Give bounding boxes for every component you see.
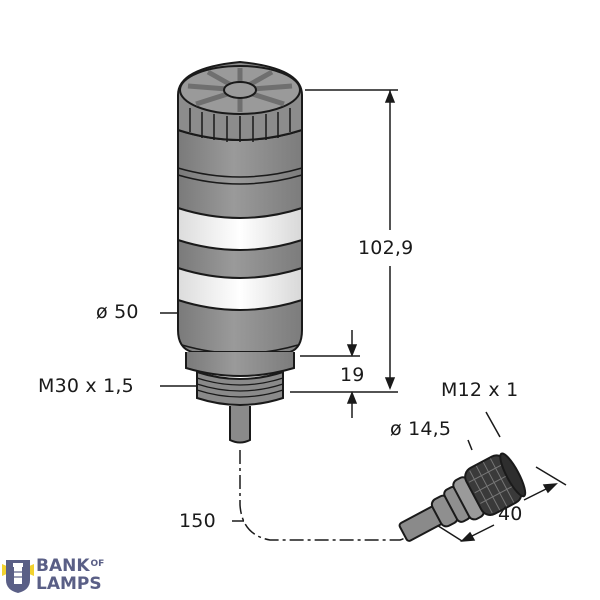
signal-tower-body: [177, 129, 303, 444]
bank-of-lamps-logo: BANKOF LAMPS: [2, 556, 112, 596]
diameter-dimension-label: ø 50: [96, 301, 139, 323]
connector-diameter-label: ø 14,5: [390, 418, 452, 440]
logo-text-lamps: LAMPS: [36, 574, 102, 594]
logo-text-bank: BANK: [36, 556, 90, 576]
cable-length-label: 150: [179, 510, 216, 532]
height-dimension-label: 102,9: [358, 237, 414, 259]
thread-length-label: 19: [340, 364, 365, 386]
connector-thread-label: M12 x 1: [441, 379, 519, 401]
lighthouse-shield-icon: [2, 560, 34, 593]
connector-length-label: 40: [498, 503, 523, 525]
logo-text-of: OF: [90, 559, 105, 569]
thread-spec-label: M30 x 1,5: [38, 375, 134, 397]
m12-connector: [398, 452, 527, 542]
knurled-cap: [177, 60, 303, 142]
